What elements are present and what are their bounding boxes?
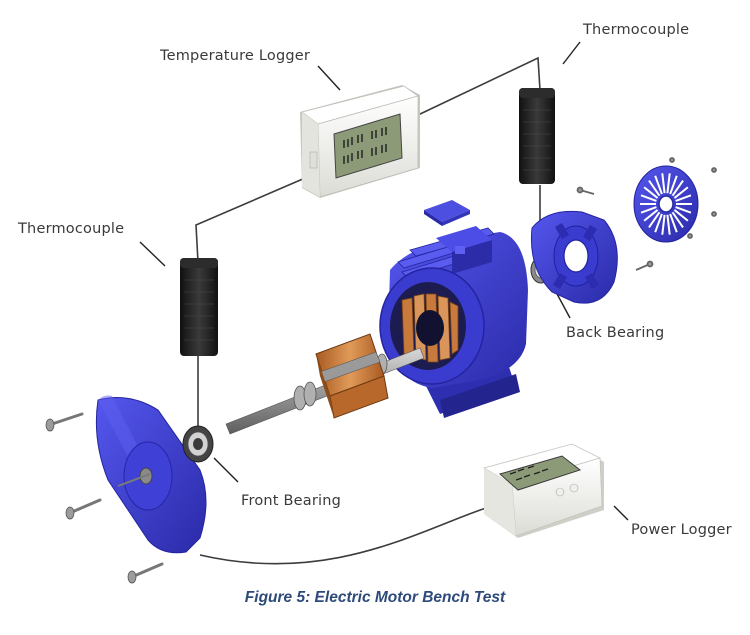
leader-power-logger	[613, 505, 629, 521]
fan-spoke	[666, 173, 671, 194]
fan-spoke	[654, 175, 663, 195]
front-screws	[45, 412, 164, 584]
label-thermocouple-left: Thermocouple	[18, 221, 125, 237]
front-bearing-device	[182, 425, 214, 463]
back-end-shield	[530, 210, 618, 304]
label-thermocouple-top: Thermocouple	[583, 22, 690, 38]
leader-front-bearing	[213, 457, 239, 483]
thermocouple-top-device	[519, 88, 555, 184]
fan-spoke	[661, 214, 666, 235]
wire-power-logger-to-front-cover	[199, 507, 487, 565]
fan-spoke	[654, 213, 663, 233]
rotor-assembly	[225, 333, 425, 435]
stator-housing	[379, 226, 528, 418]
fan-spoke	[675, 206, 692, 214]
fan-spoke	[669, 213, 678, 233]
fan-spoke	[673, 209, 689, 222]
cooling-fan	[633, 165, 699, 243]
wires	[195, 56, 541, 565]
fan-spoke	[648, 211, 661, 228]
fan-spoke	[640, 206, 657, 214]
temperature-logger-screen	[333, 113, 403, 179]
fan-spoke	[675, 194, 692, 202]
leader-lines	[139, 41, 629, 521]
fan-spoke	[648, 180, 661, 197]
temperature-logger-device	[300, 85, 420, 198]
leader-thermocouple-top	[562, 41, 581, 65]
label-power-logger: Power Logger	[631, 522, 732, 538]
power-logger-screen	[498, 455, 582, 491]
label-back-bearing: Back Bearing	[566, 325, 665, 341]
wire-logger-to-top-thermocouple	[417, 56, 541, 116]
fan-spoke	[671, 211, 684, 228]
fan-spoke	[661, 173, 666, 194]
figure-caption: Figure 5: Electric Motor Bench Test	[244, 589, 506, 606]
wire-logger-to-left-thermocouple	[195, 174, 313, 263]
fan-spoke	[671, 180, 684, 197]
front-end-shield	[95, 395, 207, 554]
thermocouple-left-device	[180, 258, 218, 356]
fan-spoke	[669, 175, 678, 195]
fan-spoke	[643, 209, 659, 222]
terminal-cover-plate	[424, 200, 470, 226]
leader-temperature-logger	[317, 65, 341, 91]
fan-spoke	[643, 186, 659, 199]
power-logger-device	[482, 443, 604, 538]
fan-spoke	[640, 194, 657, 202]
fan-spoke	[666, 214, 671, 235]
leader-thermocouple-left	[139, 241, 166, 267]
fan-spoke	[673, 186, 689, 199]
back-screws	[576, 157, 717, 271]
label-front-bearing: Front Bearing	[241, 493, 342, 509]
label-temperature-logger: Temperature Logger	[160, 48, 311, 64]
leader-back-bearing	[555, 291, 571, 319]
